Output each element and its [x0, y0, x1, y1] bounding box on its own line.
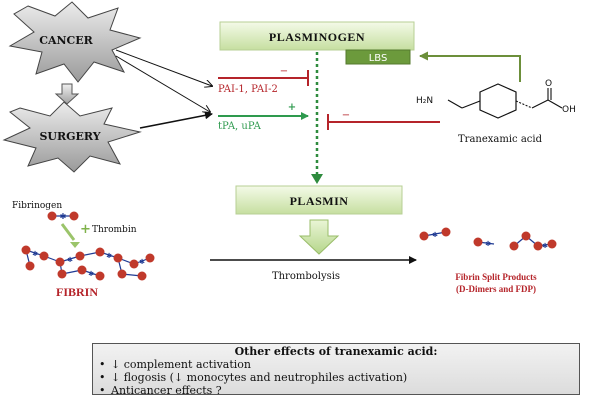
pai-minus-sign: −: [280, 66, 288, 77]
svg-text:✱: ✱: [542, 242, 548, 250]
tpa-activation: + tPA, uPA: [218, 102, 309, 132]
txa-inhibition: −: [327, 110, 440, 130]
cancer-to-surgery-arrow: [54, 83, 80, 105]
txa-to-lbs-arrow: [419, 51, 521, 82]
other-effects-item: ↓ complement activation: [99, 358, 579, 371]
thrombin-arrow: [60, 223, 76, 241]
other-effects-item: ↓ flogosis (↓ monocytes and neutrophiles…: [99, 371, 579, 384]
pai-inhibition: − PAI-1, PAI-2: [218, 66, 309, 95]
other-effects-box: Other effects of tranexamic acid: ↓ comp…: [92, 343, 580, 397]
svg-text:✱: ✱: [67, 256, 73, 264]
plasmin-down-arrow: [298, 219, 340, 255]
plasmin-box: PLASMIN: [235, 185, 403, 215]
fibrin-label: FIBRIN: [56, 285, 98, 299]
drug-name: Tranexamic acid: [458, 134, 543, 145]
svg-text:✱: ✱: [485, 240, 491, 248]
tranexamic-acid-structure: H₂N O OH Tranexamic acid: [416, 79, 576, 145]
carbonyl-label: O: [545, 79, 552, 89]
thrombin-arrowhead: [70, 242, 80, 248]
fibrinogen-label: Fibrinogen: [12, 201, 62, 211]
surgery-to-tpa-arrow: [139, 111, 213, 129]
thrombin-label: Thrombin: [92, 225, 137, 235]
conversion-arrowhead: [311, 174, 323, 184]
cancer-to-tpa-arrow: [115, 55, 210, 112]
txa-minus-sign: −: [342, 110, 350, 121]
pai-label: PAI-1, PAI-2: [218, 84, 278, 95]
svg-text:✱: ✱: [139, 258, 145, 266]
thrombin-plus-sign: +: [80, 222, 91, 237]
lbs-label: LBS: [369, 53, 388, 64]
surgery-label: SURGERY: [39, 130, 100, 143]
amine-label: H₂N: [416, 96, 433, 106]
tpa-label: tPA, uPA: [218, 121, 262, 132]
fibrin-network: ✱ ✱ ✱ ✱ ✱: [21, 245, 155, 281]
fsp-label-line1: Fibrin Split Products: [455, 272, 537, 282]
plasminogen-box: PLASMINOGEN: [219, 21, 415, 51]
fibrinogen-molecule: ✱: [47, 211, 79, 221]
surgery-burst: SURGERY: [2, 101, 142, 173]
other-effects-title: Other effects of tranexamic acid:: [234, 345, 438, 358]
other-effects-item: Anticancer effects ?: [99, 384, 579, 397]
tpa-plus-sign: +: [288, 102, 296, 113]
fsp-label-line2: (D-Dimers and FDP): [456, 284, 536, 294]
svg-text:✱: ✱: [60, 212, 67, 221]
other-effects-list: ↓ complement activation ↓ flogosis (↓ mo…: [93, 358, 579, 397]
plasminogen-label: PLASMINOGEN: [269, 30, 365, 44]
plasmin-label: PLASMIN: [290, 194, 349, 208]
cancer-burst: CANCER: [8, 1, 142, 83]
svg-text:✱: ✱: [88, 270, 94, 278]
svg-text:✱: ✱: [432, 231, 438, 239]
lbs-tab: LBS: [345, 49, 411, 65]
svg-text:✱: ✱: [32, 250, 38, 258]
svg-text:✱: ✱: [106, 252, 112, 260]
cancer-label: CANCER: [39, 34, 93, 47]
split-products: ✱ ✱ ✱: [419, 227, 557, 251]
cancer-to-pai-arrow: [115, 49, 212, 86]
hydroxyl-label: OH: [562, 105, 576, 115]
thrombolysis-label: Thrombolysis: [272, 271, 340, 282]
